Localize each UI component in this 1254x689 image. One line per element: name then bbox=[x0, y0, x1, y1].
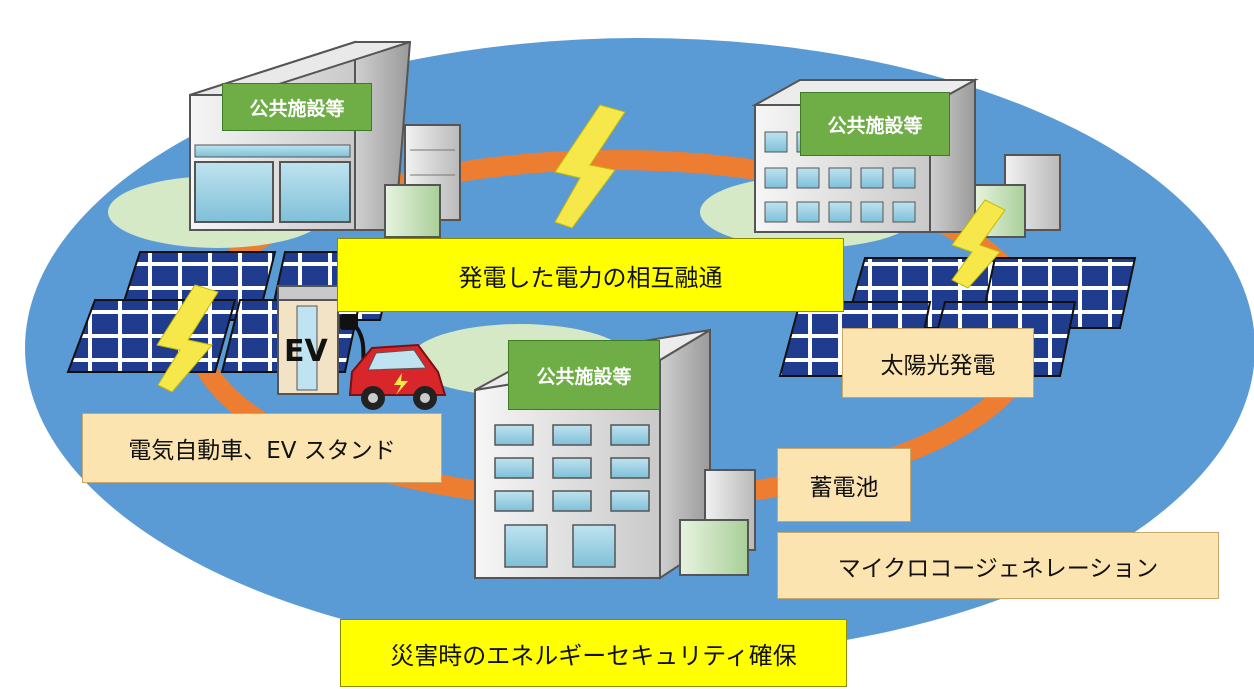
label-solar-power: 太陽光発電 bbox=[842, 328, 1034, 398]
facility-label-top-right: 公共施設等 bbox=[800, 92, 950, 156]
label-cogeneration: マイクロコージェネレーション bbox=[777, 532, 1219, 599]
lightning-bolt-left bbox=[156, 284, 219, 393]
ev-mark: EV bbox=[284, 334, 328, 369]
label-power-sharing: 発電した電力の相互融通 bbox=[337, 238, 844, 312]
facility-label-center: 公共施設等 bbox=[508, 340, 660, 410]
facility-building-center bbox=[474, 328, 756, 580]
label-disaster-energy-security: 災害時のエネルギーセキュリティ確保 bbox=[340, 619, 847, 687]
ev-stand bbox=[277, 285, 339, 395]
label-ev-station: 電気自動車、EV スタンド bbox=[82, 413, 442, 483]
label-battery: 蓄電池 bbox=[777, 448, 911, 522]
facility-label-top-left: 公共施設等 bbox=[222, 83, 372, 131]
electric-car bbox=[348, 343, 447, 410]
lightning-bolt-top bbox=[554, 104, 626, 229]
lightning-bolt-right bbox=[951, 199, 1006, 289]
facility-building-top-right bbox=[751, 78, 1061, 238]
